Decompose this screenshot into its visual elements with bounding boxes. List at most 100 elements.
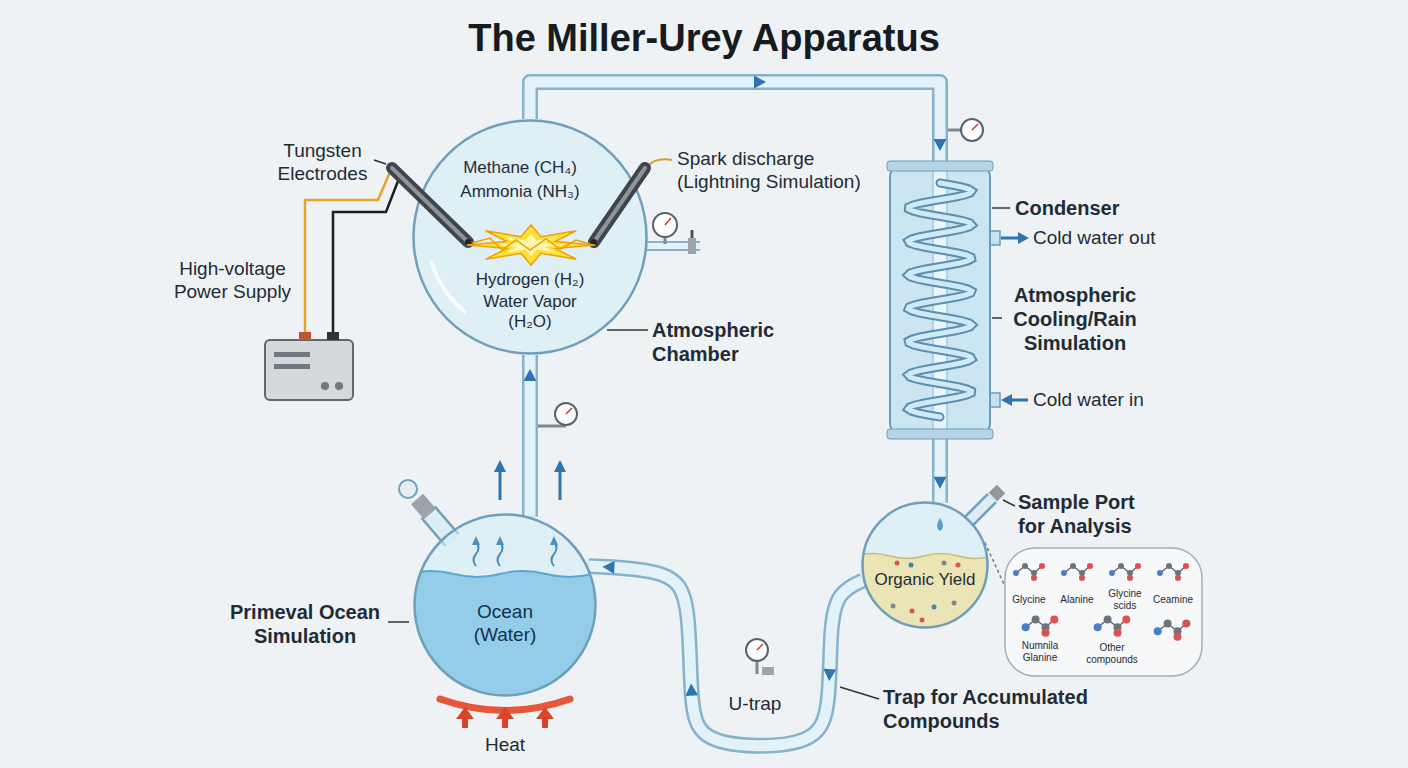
water-surface xyxy=(408,571,638,577)
part-label: Cold water out xyxy=(1033,227,1183,250)
spark xyxy=(467,225,595,265)
tungsten-electrode xyxy=(392,168,471,245)
lightning-bolt xyxy=(472,238,590,250)
chamber-gauge xyxy=(646,213,700,254)
atom xyxy=(1079,575,1085,581)
flow-arrow xyxy=(559,470,562,500)
arrowhead xyxy=(685,684,698,696)
glass-flask xyxy=(863,503,988,628)
shape-drawing xyxy=(887,161,993,439)
leader-line xyxy=(840,687,879,699)
atom xyxy=(1104,616,1112,624)
atom xyxy=(1182,620,1190,628)
glass-tube xyxy=(588,566,863,746)
tungsten-electrode xyxy=(594,168,645,242)
shape-drawing xyxy=(1005,548,1202,676)
atom xyxy=(1164,620,1172,628)
leader-line xyxy=(1003,500,1015,506)
atom xyxy=(1157,570,1163,576)
atom xyxy=(1094,623,1102,631)
leader-line xyxy=(992,317,1002,319)
heat-arrow xyxy=(536,707,554,719)
atom xyxy=(1183,563,1189,569)
part-label: Cold water in xyxy=(1033,389,1183,412)
leader-line xyxy=(374,160,386,164)
atom xyxy=(1022,623,1030,631)
compound-name: Numnila Glanine xyxy=(1013,640,1067,664)
condenser-cap xyxy=(887,161,993,171)
molecule-dot xyxy=(952,601,957,606)
tungsten-electrode xyxy=(594,168,645,242)
trap-gauge xyxy=(746,639,774,675)
arrowhead xyxy=(823,669,836,681)
heat-arrow xyxy=(456,707,474,719)
leader-line xyxy=(648,159,672,166)
flow-arrow xyxy=(554,460,566,472)
compound-name: Ceamine xyxy=(1150,594,1196,606)
glass-highlight xyxy=(431,260,466,312)
vapor-arrow xyxy=(496,536,504,545)
molecule-dot xyxy=(932,605,937,610)
tungsten-electrode xyxy=(591,168,645,245)
glass-tube xyxy=(588,561,863,746)
part-label: Heat xyxy=(465,734,545,757)
compound-name: Alanine xyxy=(1054,594,1100,606)
water-drop xyxy=(937,518,943,531)
gauge-needle xyxy=(665,218,671,225)
vapor-arrow xyxy=(550,536,558,545)
molecule-structure xyxy=(1013,563,1045,581)
diagram-title: The Miller-Urey Apparatus xyxy=(0,16,1408,62)
valve xyxy=(688,238,696,254)
leader-line xyxy=(992,207,1010,209)
atom xyxy=(1039,563,1045,569)
glass-tube xyxy=(932,435,948,503)
molecule-dot xyxy=(942,561,947,566)
heat-arrow xyxy=(496,707,514,719)
power-supply-slot xyxy=(274,364,310,369)
atom xyxy=(1174,633,1182,641)
condenser: Condenser xyxy=(890,165,990,435)
part-label: Sample Port for Analysis xyxy=(1018,490,1158,538)
power-supply-slot xyxy=(274,352,310,357)
gas-label: Hydrogen (H₂) xyxy=(450,270,610,290)
callout-bubble xyxy=(1005,548,1202,676)
part-label: U-trap xyxy=(715,693,795,716)
glass-tube xyxy=(522,355,538,516)
atom xyxy=(1022,563,1028,569)
leader-line xyxy=(607,329,648,331)
compound-callout: GlycineAlanineGlycine scidsCeamineNumnil… xyxy=(1005,548,1202,676)
atom xyxy=(1135,563,1141,569)
glass-neck xyxy=(968,498,992,522)
part-label: Spark discharge (Lightning Simulation) xyxy=(677,148,892,194)
gas-label: Water Vapor (H₂O) xyxy=(470,292,590,333)
gauge-stem xyxy=(946,129,962,132)
leader-line xyxy=(388,621,409,623)
valve-handle xyxy=(691,230,694,238)
vapor-arrow xyxy=(552,542,557,566)
terminal xyxy=(299,332,311,340)
glass-tube xyxy=(588,566,863,746)
flask-label: Organic Yield xyxy=(866,570,984,590)
water-flow-arrow xyxy=(1010,399,1028,402)
power-supply-box xyxy=(265,340,353,400)
atom xyxy=(1154,627,1162,635)
electrode-wire xyxy=(305,172,390,332)
tungsten-electrode xyxy=(392,168,468,242)
molecule-structure xyxy=(1094,616,1131,637)
spark xyxy=(495,234,567,256)
heat-arrow xyxy=(502,718,508,728)
arrowhead xyxy=(934,477,947,489)
molecule-dot xyxy=(920,618,925,623)
gauge-stem xyxy=(756,661,759,674)
vapor-arrow xyxy=(498,542,503,566)
shape-outline xyxy=(861,501,989,629)
compound-name: Glycine xyxy=(1006,594,1052,606)
gauge-needle xyxy=(972,124,978,130)
glass-flask xyxy=(415,515,596,696)
pressure-gauge xyxy=(746,639,768,661)
sample-port-stopper xyxy=(993,489,1001,497)
molecule-structure xyxy=(1061,563,1093,581)
gas-label: Ammonia (NH₃) xyxy=(435,182,605,202)
